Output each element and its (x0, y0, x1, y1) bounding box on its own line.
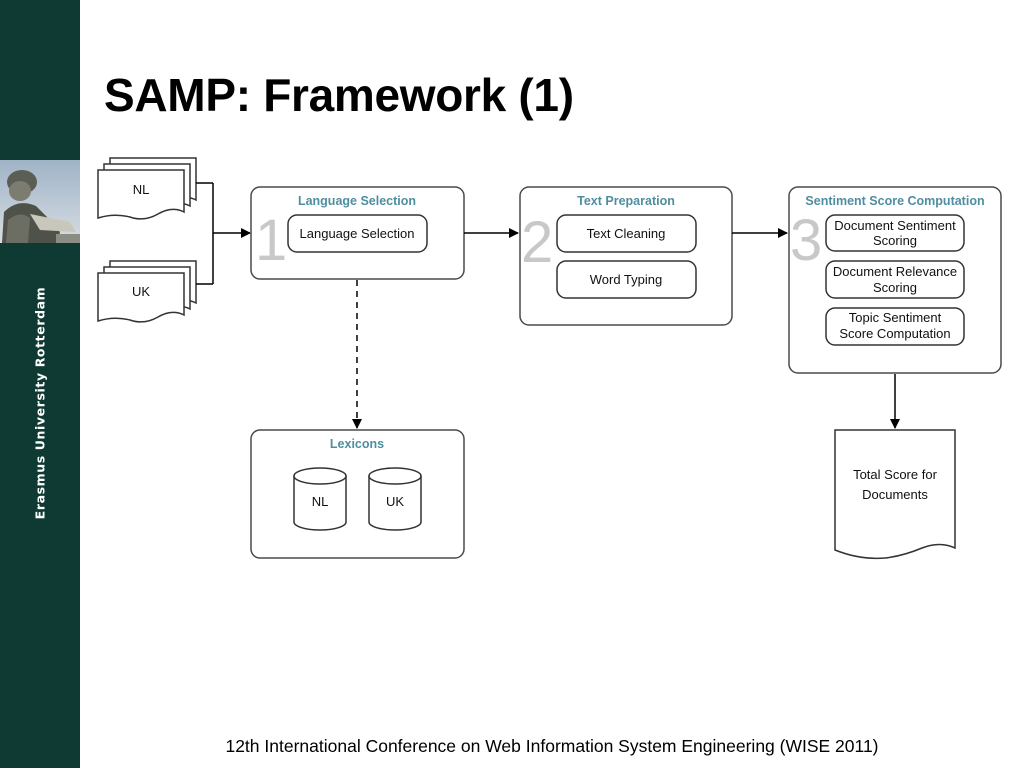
step-document-relevance-label-1: Document Relevance (833, 264, 957, 279)
erasmus-statue-photo (0, 160, 80, 243)
slide-footer: 12th International Conference on Web Inf… (225, 736, 879, 756)
stage-2-heading: Text Preparation (577, 194, 675, 208)
lexicon-nl-label: NL (312, 494, 329, 509)
uk-input-documents: UK (97, 260, 197, 323)
lexicons-box: Lexicons NL UK (250, 429, 465, 559)
step-text-cleaning-label: Text Cleaning (587, 226, 666, 241)
stage-language-selection: 1 Language Selection Language Selection (250, 186, 465, 280)
step-language-selection (287, 214, 428, 253)
output-document: Total Score for Documents (834, 429, 956, 560)
step-document-sentiment-scoring (825, 214, 965, 252)
stage-3-heading: Sentiment Score Computation (805, 194, 984, 208)
lexicon-uk-label: UK (386, 494, 404, 509)
stage-text-preparation: 2 Text Preparation Text Cleaning Word Ty… (519, 186, 733, 326)
step-text-cleaning (556, 214, 697, 253)
lexicons-heading: Lexicons (330, 437, 384, 451)
step-word-typing (556, 260, 697, 299)
stage-number-2: 2 (521, 210, 553, 275)
step-document-sentiment-label-2: Scoring (873, 233, 917, 248)
step-document-relevance-label-2: Scoring (873, 280, 917, 295)
sidebar: Erasmus University Rotterdam (0, 0, 80, 768)
step-language-selection-label: Language Selection (300, 226, 415, 241)
step-topic-sentiment-label-1: Topic Sentiment (849, 310, 942, 325)
step-document-relevance-scoring (825, 260, 965, 299)
step-topic-sentiment-label-2: Score Computation (839, 326, 950, 341)
nl-input-documents: NL (97, 157, 197, 220)
slide-title: SAMP: Framework (1) (104, 69, 574, 121)
stage-number-1: 1 (255, 208, 287, 273)
stage-1-heading: Language Selection (298, 194, 416, 208)
step-document-sentiment-label-1: Document Sentiment (834, 218, 956, 233)
step-topic-sentiment-score-computation (825, 307, 965, 346)
nl-input-label: NL (133, 182, 150, 197)
output-label-2: Documents (862, 487, 928, 502)
output-label-1: Total Score for (853, 467, 937, 482)
input-connector (196, 182, 251, 285)
stage-sentiment-score-computation: 3 Sentiment Score Computation Document S… (788, 186, 1002, 374)
lexicon-uk-database: UK (368, 467, 422, 531)
stage-number-3: 3 (790, 208, 822, 273)
step-word-typing-label: Word Typing (590, 272, 663, 287)
lexicon-nl-database: NL (293, 467, 347, 531)
uk-input-label: UK (132, 284, 150, 299)
